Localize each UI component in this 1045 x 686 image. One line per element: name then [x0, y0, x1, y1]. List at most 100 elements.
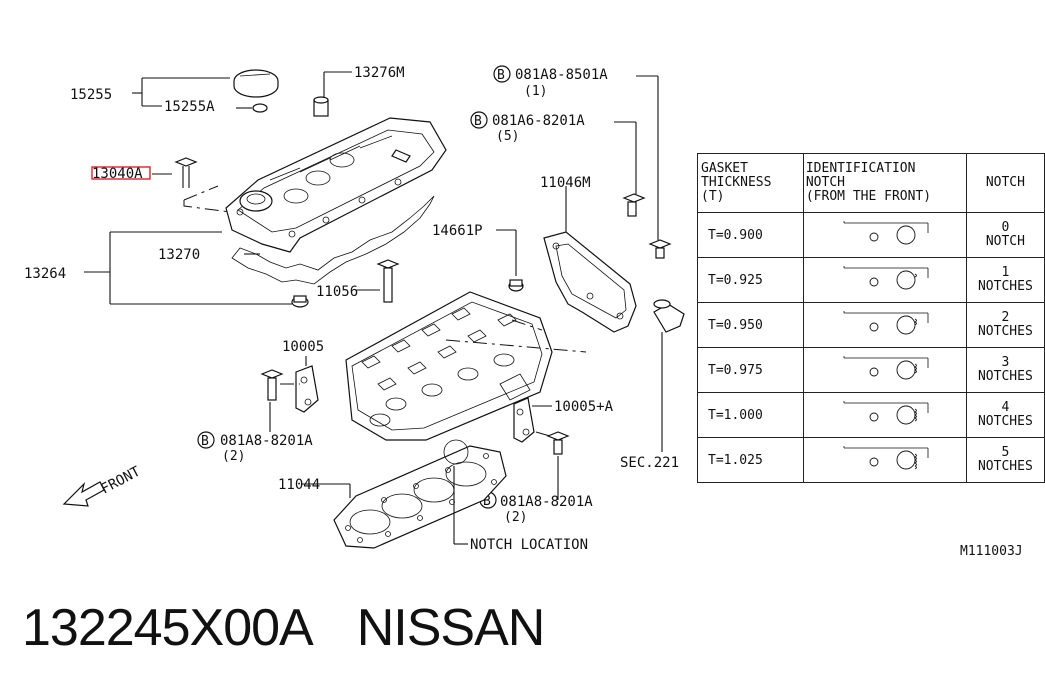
label-qty-1: (1) [524, 84, 547, 99]
part-number: 132245X00A [22, 599, 314, 657]
label-13270: 13270 [158, 247, 200, 263]
figure-code: M111003J [960, 544, 1023, 559]
bore-icon [896, 270, 916, 290]
label-11044: 11044 [278, 477, 320, 493]
bracket-11046m[interactable] [543, 231, 637, 333]
label-bolt-081a8-8201a-right: 081A8-8201A [500, 494, 593, 510]
filler-cap-gasket[interactable] [252, 103, 268, 113]
cylinder-head[interactable] [345, 291, 553, 441]
thickness-cell: T=1.000 [697, 392, 804, 438]
thickness-cell: T=1.025 [697, 437, 804, 483]
notch-mark [914, 321, 917, 326]
svg-text:B: B [483, 494, 491, 509]
bolt-b-symbol [197, 431, 215, 449]
thickness-cell: T=0.900 [697, 212, 804, 258]
rocker-cover-gasket[interactable] [231, 195, 435, 285]
thickness-cell: T=0.925 [697, 257, 804, 303]
bolt-081a6[interactable] [622, 193, 646, 217]
notch-word: NOTCHES [977, 279, 1033, 294]
water-outlet-gasket[interactable] [295, 365, 319, 413]
bolt-hole-icon [869, 412, 879, 422]
notch-illustration-cell [802, 347, 967, 393]
notch-mark [914, 462, 917, 467]
oil-filler-cap[interactable] [233, 69, 279, 98]
notch-mark [914, 363, 917, 368]
notch-mark [914, 465, 917, 470]
front-arrow [62, 481, 105, 507]
notch-count: 3 [1001, 355, 1010, 370]
notch-mark [914, 318, 917, 323]
label-sec221: SEC.221 [620, 455, 679, 471]
water-inlet-gasket[interactable] [513, 397, 535, 443]
gasket-thickness-table: GASKET THICKNESS (T) IDENTIFICATION NOTC… [697, 153, 1045, 483]
label-qty-left: (2) [222, 449, 245, 464]
label-11056: 11056 [316, 284, 358, 300]
label-10005a: 10005+A [554, 399, 614, 415]
pcv-valve[interactable] [313, 96, 329, 117]
rocker-cover[interactable] [225, 117, 447, 253]
notch-illustration-cell [802, 437, 967, 483]
notch-count: 0 [1001, 220, 1010, 235]
svg-text:B: B [474, 114, 482, 129]
notch-illustration [843, 401, 929, 425]
head-bolt[interactable] [376, 259, 400, 303]
notch-illustration [843, 356, 929, 380]
bolt-081a8-8501a[interactable] [648, 239, 672, 259]
camshaft-sensor[interactable] [653, 299, 685, 333]
bolt-hole-icon [869, 367, 879, 377]
notch-illustration-cell [802, 392, 967, 438]
notch-count: 4 [1001, 400, 1010, 415]
header-notch: NOTCH [965, 153, 1045, 213]
bolt-hole-icon [869, 232, 879, 242]
header-identification-notch: IDENTIFICATION NOTCH (FROM THE FRONT) [802, 153, 967, 213]
label-10005: 10005 [282, 339, 324, 355]
label-13264: 13264 [24, 266, 66, 282]
label-bolt-081a6-8201a: 081A6-8201A [492, 113, 585, 129]
grommet[interactable] [291, 295, 309, 308]
notch-illustration [843, 446, 929, 470]
notch-mark [914, 408, 917, 413]
label-14661p: 14661P [432, 223, 483, 239]
rocker-cover-bolt[interactable] [174, 157, 198, 188]
notch-illustration-cell [802, 212, 967, 258]
notch-illustration-cell [802, 302, 967, 348]
table-header-row: GASKET THICKNESS (T) IDENTIFICATION NOTC… [697, 153, 1045, 213]
notch-illustration [843, 221, 929, 245]
bolt-081a8-right[interactable] [546, 431, 570, 455]
label-bolt-081a8-8201a-left: 081A8-8201A [220, 433, 313, 449]
bolt-b-symbol [493, 65, 511, 83]
plug-14661p[interactable] [508, 279, 524, 292]
bore-icon [896, 225, 916, 245]
label-13276m: 13276M [354, 65, 405, 81]
bore-icon [896, 450, 916, 470]
bore-icon [896, 405, 916, 425]
thickness-cell: T=0.950 [697, 302, 804, 348]
bolt-081a8-left[interactable] [260, 369, 284, 401]
notch-illustration-cell [802, 257, 967, 303]
cylinder-head-gasket[interactable] [333, 445, 507, 549]
svg-text:B: B [497, 68, 505, 83]
svg-text:B: B [201, 434, 209, 449]
bore-icon [896, 315, 916, 335]
header-gasket-thickness: GASKET THICKNESS (T) [697, 153, 804, 213]
label-bolt-081a8-8501a: 081A8-8501A [515, 67, 608, 83]
notch-word: NOTCHES [977, 414, 1033, 429]
brand-name: NISSAN [356, 599, 546, 657]
bolt-hole-icon [869, 457, 879, 467]
highlight-13040a [91, 166, 151, 180]
notch-count: 2 [1001, 310, 1010, 325]
notch-location-marker [443, 439, 469, 465]
notch-mark [914, 417, 917, 422]
label-notch-location: NOTCH LOCATION [470, 537, 588, 553]
notch-mark [914, 453, 917, 458]
notch-count: 1 [1001, 265, 1010, 280]
